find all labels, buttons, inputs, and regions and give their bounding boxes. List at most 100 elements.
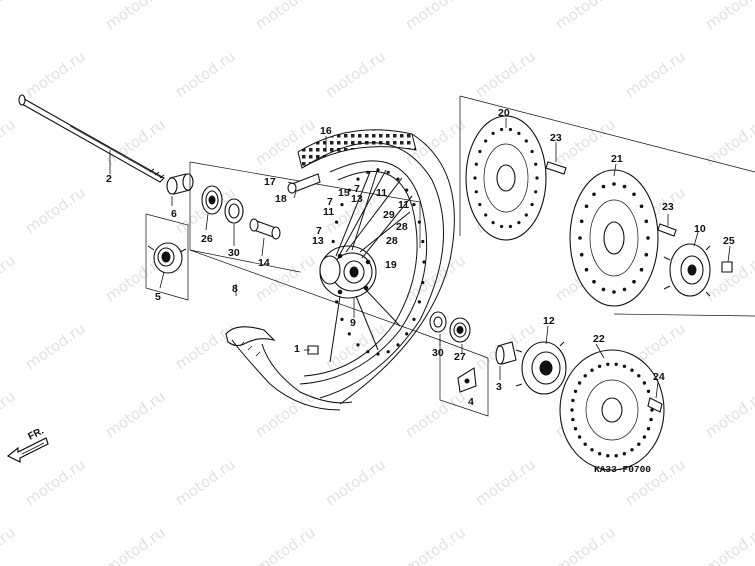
hole-mark <box>639 204 644 209</box>
hole-mark <box>340 203 344 207</box>
hub-10-part <box>663 243 711 297</box>
callout-25: 25 <box>723 235 735 247</box>
hole-mark <box>534 190 538 194</box>
hole-mark <box>478 149 482 154</box>
watermark-text: motod.ru <box>402 251 469 305</box>
distance-collar-part <box>249 218 281 240</box>
hole-mark <box>421 280 425 285</box>
brake-disc-21-part <box>569 169 659 307</box>
hole-mark <box>417 300 421 304</box>
hole-mark <box>606 454 610 458</box>
callout-14: 14 <box>258 257 270 269</box>
watermark-text: motod.ru <box>0 0 19 33</box>
speedometer-gearbox-part <box>147 242 187 274</box>
callout-24: 24 <box>653 371 665 383</box>
watermark-text: motod.ru <box>102 387 169 441</box>
hole-mark <box>644 219 649 224</box>
hole-mark <box>474 190 478 194</box>
callout-21: 21 <box>611 153 623 165</box>
callout-12: 12 <box>543 315 555 327</box>
callout-19: 19 <box>385 259 397 271</box>
hole-mark <box>590 448 594 452</box>
hole-mark <box>632 279 636 284</box>
callout-9: 9 <box>350 317 356 329</box>
callout-5: 5 <box>155 291 161 303</box>
hole-mark <box>491 131 495 135</box>
hole-mark <box>570 408 574 412</box>
hole-mark <box>639 267 644 272</box>
callout-28-left: 28 <box>396 221 408 233</box>
watermark-text: motod.ru <box>22 319 89 373</box>
hole-mark <box>491 221 495 225</box>
callout-7-b: 7 <box>354 183 360 195</box>
watermark-text: motod.ru <box>252 0 319 33</box>
hole-mark <box>646 389 651 393</box>
watermark-text: motod.ru <box>702 115 755 169</box>
hole-mark <box>578 236 582 240</box>
hole-mark <box>347 332 351 336</box>
hole-mark <box>573 427 578 431</box>
hole-mark <box>577 381 582 385</box>
hole-mark <box>405 188 409 192</box>
callout-11-c: 11 <box>398 199 409 211</box>
hole-mark <box>396 343 400 347</box>
hole-mark <box>573 389 578 393</box>
hole-mark <box>412 203 416 207</box>
hole-mark <box>421 239 425 244</box>
hole-mark <box>405 332 409 336</box>
watermark-text: motod.ru <box>22 47 89 101</box>
hole-mark <box>356 177 360 181</box>
callout-3: 3 <box>496 381 502 393</box>
callout-30-right: 30 <box>432 347 444 359</box>
hole-mark <box>530 202 534 207</box>
hole-mark <box>524 139 528 143</box>
watermark-text: motod.ru <box>0 387 19 441</box>
hole-mark <box>597 364 602 368</box>
callout-22: 22 <box>593 333 605 345</box>
hole-mark <box>649 417 653 422</box>
bolt-23b-part <box>657 223 677 237</box>
hole-mark <box>646 427 651 431</box>
watermark-text: motod.ru <box>552 115 619 169</box>
hole-mark <box>517 131 521 135</box>
hole-mark <box>612 290 616 294</box>
bolt-23-part <box>545 161 567 175</box>
callout-28-right: 28 <box>386 235 398 247</box>
watermark-text: motod.ru <box>702 387 755 441</box>
watermark-text: motod.ru <box>252 523 319 566</box>
callout-27: 27 <box>454 351 466 363</box>
hole-mark <box>584 204 589 209</box>
hole-mark <box>386 170 390 174</box>
hole-mark <box>622 287 627 292</box>
hole-mark <box>484 213 488 217</box>
hole-mark <box>637 374 641 378</box>
watermark-text: motod.ru <box>402 0 469 33</box>
hole-mark <box>484 139 488 143</box>
center-assembly-panel <box>189 161 441 341</box>
watermark-text: motod.ru <box>0 523 19 566</box>
hole-mark <box>422 260 426 264</box>
hole-mark <box>500 127 504 132</box>
right-bearing-part <box>449 317 471 343</box>
hole-mark <box>331 239 335 244</box>
watermark-text: motod.ru <box>552 523 619 566</box>
watermark-text: motod.ru <box>172 319 239 373</box>
hole-mark <box>622 184 627 189</box>
hole-mark <box>500 224 504 229</box>
callout-30-left: 30 <box>228 247 240 259</box>
hole-mark <box>347 188 351 192</box>
hole-mark <box>644 252 649 257</box>
hole-mark <box>571 398 575 403</box>
hole-mark <box>614 454 618 458</box>
hole-mark <box>583 374 587 378</box>
callout-10: 10 <box>694 223 706 235</box>
hole-mark <box>386 350 390 354</box>
right-collar-part <box>457 367 477 393</box>
valve-part <box>287 173 321 194</box>
diagram-code: KA33-F0700 <box>594 464 651 475</box>
rim-part <box>299 160 428 385</box>
watermark-text: motod.ru <box>402 387 469 441</box>
hole-mark <box>642 381 647 385</box>
callout-18: 18 <box>275 193 287 205</box>
brake-disc-20-part <box>465 115 547 241</box>
